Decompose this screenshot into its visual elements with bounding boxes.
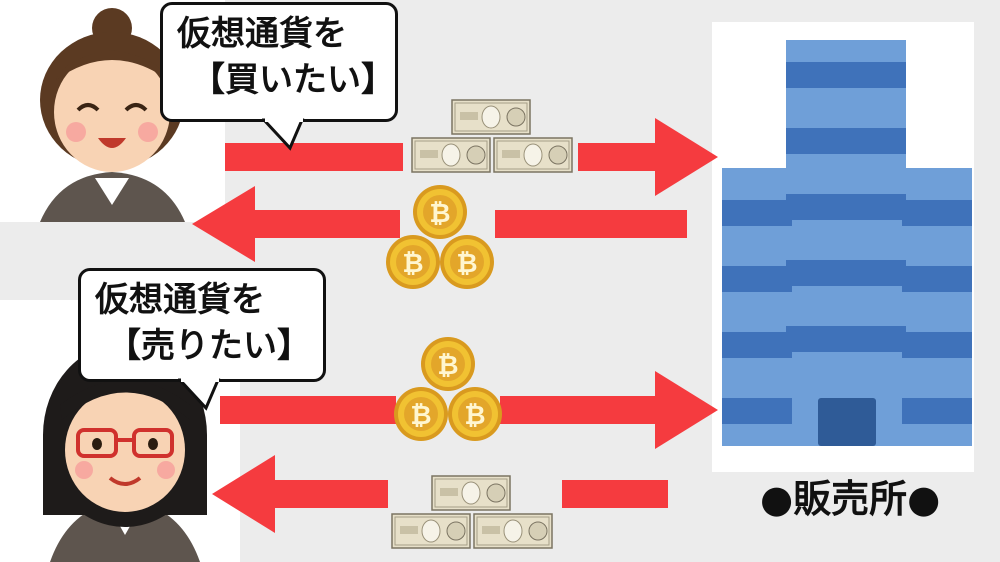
bitcoin-coins-top: [386, 185, 494, 289]
seller-bubble-tail: [178, 378, 221, 411]
buyer-speech-line2: 【買いたい】: [191, 60, 395, 100]
buyer-speech-line1: 仮想通貨を: [177, 14, 347, 54]
arrow-buyer-receives-bitcoin: [192, 186, 687, 262]
buyer-speech-bubble: 仮想通貨を 【買いたい】: [160, 2, 398, 122]
arrow-seller-receives-yen: [212, 455, 668, 533]
exchange-building-illustration: [722, 40, 972, 446]
banknote-stack-top: [411, 99, 573, 173]
seller-speech-bubble: 仮想通貨を 【売りたい】: [78, 268, 326, 382]
seller-person-illustration: [43, 343, 207, 562]
arrow-buyer-pays-yen: [225, 118, 718, 196]
buyer-person-illustration: [40, 8, 185, 222]
exchange-label: ●販売所●: [760, 477, 941, 521]
bitcoin-coins-bottom: [394, 337, 502, 441]
buyer-bubble-tail: [262, 118, 305, 151]
banknote-stack-bottom: [391, 475, 553, 549]
seller-speech-line2: 【売りたい】: [107, 326, 311, 366]
seller-speech-line1: 仮想通貨を: [95, 280, 265, 320]
arrow-seller-gives-bitcoin: [220, 371, 718, 449]
